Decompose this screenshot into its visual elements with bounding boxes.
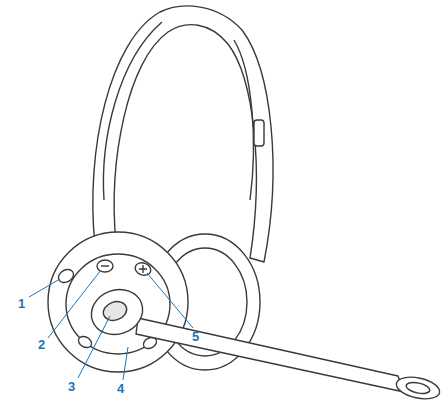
volume-down-symbol <box>101 265 109 266</box>
headband <box>93 6 273 262</box>
call-control-button <box>85 282 149 341</box>
leader-line <box>78 316 110 378</box>
volume-up-symbol <box>139 265 147 273</box>
volume-down-button <box>97 260 113 272</box>
leader-line <box>48 270 101 338</box>
volume-up-button <box>133 261 152 278</box>
microphone-tip <box>394 374 441 403</box>
lower-button-left <box>76 334 93 350</box>
headband-pad <box>103 22 253 200</box>
front-earcup <box>48 232 188 372</box>
callout-number: 1 <box>18 297 25 311</box>
callout-number: 4 <box>117 382 124 396</box>
microphone-tip-inner <box>405 381 431 396</box>
mute-button <box>56 267 76 285</box>
microphone-boom <box>136 318 404 392</box>
leader-line <box>123 347 128 380</box>
leader-line <box>147 273 193 328</box>
callout-number: 5 <box>192 330 199 344</box>
callout-number: 2 <box>38 338 45 352</box>
leader-line <box>29 279 60 297</box>
callout-number: 3 <box>68 380 75 394</box>
call-control-center <box>101 298 130 323</box>
headband-slider <box>254 120 264 146</box>
front-earcup-ring <box>66 254 170 354</box>
